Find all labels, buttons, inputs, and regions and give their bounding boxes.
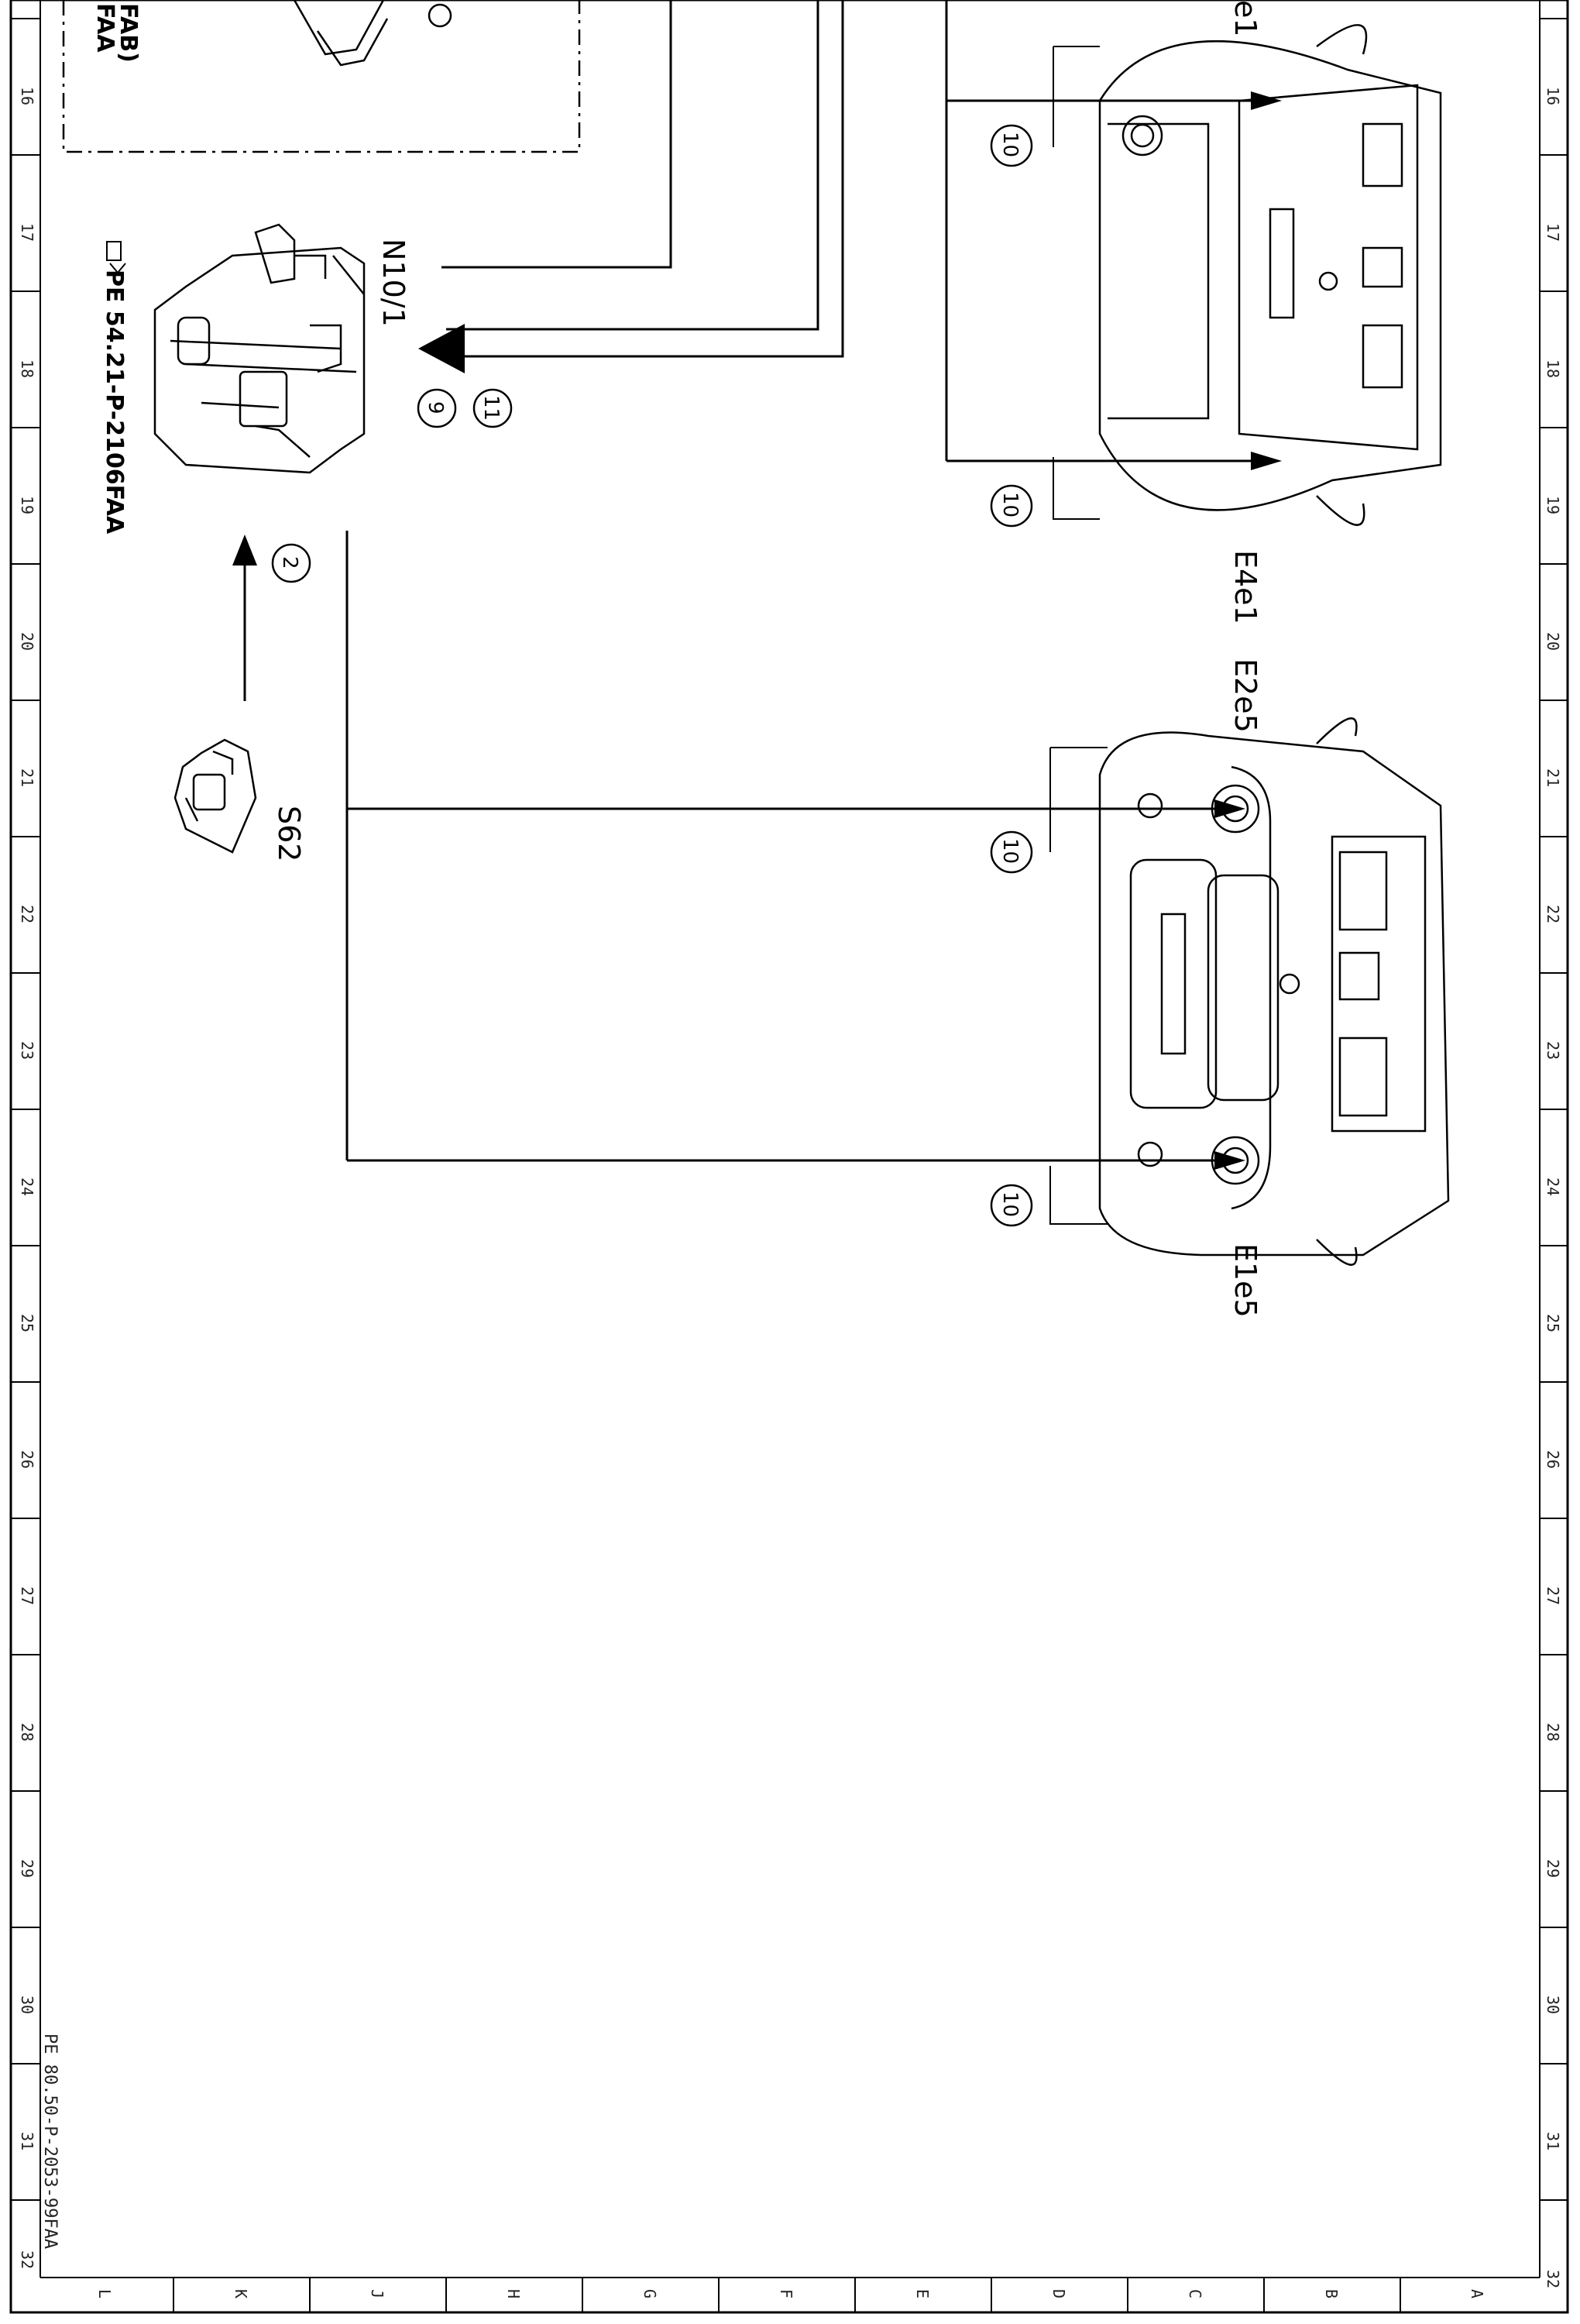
column-letter: F (777, 2289, 795, 2298)
row-number: 22 (18, 905, 36, 923)
row-number: 21 (1544, 768, 1562, 787)
column-letter: E (913, 2289, 932, 2298)
row-number: 28 (1544, 1723, 1562, 1741)
row-number: 31 (1544, 2132, 1562, 2150)
row-number: 23 (18, 1041, 36, 1060)
column-strip (173, 2278, 1401, 2312)
boxed-note-line2: FAB) (115, 3, 142, 63)
row-ticks (11, 18, 1568, 2201)
callout-brackets (1049, 46, 1108, 1225)
row-number: 27 (1544, 1587, 1562, 1605)
column-letter: B (1322, 2289, 1341, 2298)
component-boundary-box (62, 0, 581, 153)
document-number: PE 80.50-P-2053-99FAA (40, 2033, 60, 2249)
row-number: 23 (1544, 1041, 1562, 1060)
column-letter: K (232, 2289, 250, 2298)
row-number: 22 (1544, 905, 1562, 923)
partial-component-drawing (293, 0, 452, 67)
vehicle-rear-view-drawing (1098, 24, 1442, 526)
row-number: 25 (18, 1314, 36, 1332)
column-letter: H (504, 2289, 523, 2298)
callout-11: 11 (472, 388, 513, 428)
row-numbers-right: 16 17 18 19 20 21 22 23 24 25 26 27 28 2… (1544, 87, 1562, 2288)
row-number: 20 (1544, 632, 1562, 651)
svg-text:10: 10 (998, 838, 1022, 864)
row-number: 24 (18, 1177, 36, 1196)
row-number: 17 (1544, 223, 1562, 242)
column-letters: L K J H G F E D C B A (95, 2289, 1486, 2298)
row-number: 17 (18, 223, 36, 242)
callout-10: 10 (990, 830, 1033, 874)
callout-10: 10 (990, 124, 1033, 167)
row-number: 18 (1544, 359, 1562, 378)
row-number: 32 (1544, 2270, 1562, 2288)
row-number: 26 (1544, 1450, 1562, 1469)
row-number: 29 (1544, 1859, 1562, 1878)
row-number: 18 (18, 359, 36, 378)
column-letter: J (368, 2289, 386, 2298)
row-numbers-left: 16 17 18 19 20 21 22 23 24 25 26 27 28 2… (18, 87, 36, 2269)
row-number: 16 (1544, 87, 1562, 105)
row-number: 20 (18, 632, 36, 651)
wiring-lines (243, 0, 1266, 1162)
callout-10: 10 (990, 484, 1033, 528)
svg-text:11: 11 (479, 395, 503, 421)
column-letter: C (1186, 2289, 1204, 2298)
arrowheads (232, 91, 1282, 1170)
row-number: 30 (1544, 1996, 1562, 2014)
row-number: 19 (1544, 496, 1562, 514)
row-number: 21 (18, 768, 36, 787)
svg-text:10: 10 (998, 1191, 1022, 1217)
label-e3e1-partial: e1 (1228, 0, 1262, 37)
row-number: 24 (1544, 1177, 1562, 1196)
sheet-border (9, 0, 1569, 2314)
row-number: 32 (18, 2250, 36, 2269)
vehicle-front-view-drawing (1098, 717, 1450, 1266)
row-number: 27 (18, 1587, 36, 1605)
svg-text:10: 10 (998, 492, 1022, 517)
boxed-note-line1: FAA (91, 3, 118, 53)
label-n10-1: N10/1 (376, 239, 410, 327)
s62-switch-drawing (173, 738, 257, 854)
label-e4e1: E4e1 (1228, 550, 1262, 624)
svg-text:2: 2 (278, 556, 301, 569)
column-letter: L (95, 2289, 114, 2298)
label-e2e5: E2e5 (1228, 658, 1262, 733)
row-number: 26 (18, 1450, 36, 1469)
row-number: 16 (18, 87, 36, 105)
column-letter: G (641, 2289, 659, 2298)
callout-2: 2 (271, 543, 311, 583)
row-number: 28 (18, 1723, 36, 1741)
row-number: 30 (18, 1996, 36, 2014)
label-s62: S62 (272, 806, 306, 861)
svg-text:9: 9 (424, 401, 447, 414)
reference-icon (106, 241, 126, 274)
n10-1-control-unit-drawing (153, 223, 366, 474)
label-n10-1-reference: PE 54.21-P-2106FAA (101, 270, 128, 535)
row-number: 19 (18, 496, 36, 514)
label-e1e5: E1e5 (1228, 1243, 1262, 1318)
column-letter: A (1468, 2289, 1486, 2298)
row-number: 25 (1544, 1314, 1562, 1332)
callout-10: 10 (990, 1184, 1033, 1227)
callout-9: 9 (417, 388, 457, 428)
row-number: 29 (18, 1859, 36, 1878)
column-letter: D (1049, 2289, 1068, 2298)
svg-text:10: 10 (998, 132, 1022, 157)
row-number: 31 (18, 2132, 36, 2150)
